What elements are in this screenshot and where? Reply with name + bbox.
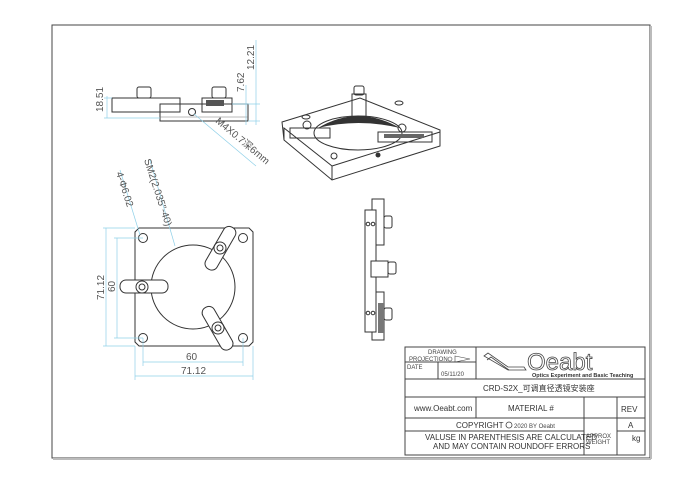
isometric-view [281, 85, 441, 181]
projection-symbol-icon [447, 356, 453, 362]
approx-label: APPROX [586, 434, 611, 440]
dim-inner-width: 60 [186, 352, 198, 363]
material-label: MATERIAL # [508, 404, 554, 413]
weight-unit: kg [632, 434, 640, 443]
projection-label: PROJECTION [409, 357, 448, 363]
logo-text: Oeabt [527, 349, 593, 376]
note-line-2: AND MAY CONTAIN ROUNDOFF ERRORS [433, 442, 590, 451]
side-view: 18.51 7.62 12.21 M4X0.7深6mm [95, 40, 272, 167]
title-block: DRAWING PROJECTION DATE 05/11/20 Oeabt O… [404, 346, 646, 456]
dim-outer-height: 71.12 [96, 275, 107, 300]
dim-outer-width: 71.12 [181, 366, 206, 377]
date-label: DATE [407, 365, 423, 371]
date-value: 05/11/20 [441, 372, 465, 378]
note-line-1: VALUSE IN PARENTHESIS ARE CALCULATED [425, 433, 597, 442]
weight-label: WEIGHT [586, 440, 610, 446]
website-label: www.Oeabt.com [413, 404, 473, 413]
dim-side-top2: 12.21 [246, 45, 257, 70]
dim-corner-holes: 4-Φ6.02 [113, 171, 135, 209]
part-title: CRD-S2X_可调直径透镜安装座 [483, 383, 595, 393]
logo-tagline: Optics Experiment and Basic Teaching [532, 373, 633, 379]
dim-side-top1: 7.62 [236, 72, 247, 92]
copyright-icon [505, 421, 513, 429]
copyright-label: COPYRIGHT [456, 421, 504, 430]
copyright-year: 2020 BY Oeabt [514, 424, 555, 430]
right-side-view [364, 198, 397, 341]
dim-thread-hole: M4X0.7深6mm [213, 115, 272, 167]
dim-thread-ring: SM2(2.035"-40) [141, 158, 173, 228]
oeabt-logo: Oeabt Optics Experiment and Basic Teachi… [483, 349, 633, 379]
dim-inner-height: 60 [107, 280, 118, 292]
rev-label: REV [621, 405, 638, 414]
dim-side-height: 18.51 [95, 87, 106, 112]
drawing-label: DRAWING [428, 350, 457, 356]
top-view: 71.12 60 60 71.12 4-Φ6.02 SM2(2.035"-40) [96, 158, 254, 380]
rev-value: A [628, 421, 634, 430]
